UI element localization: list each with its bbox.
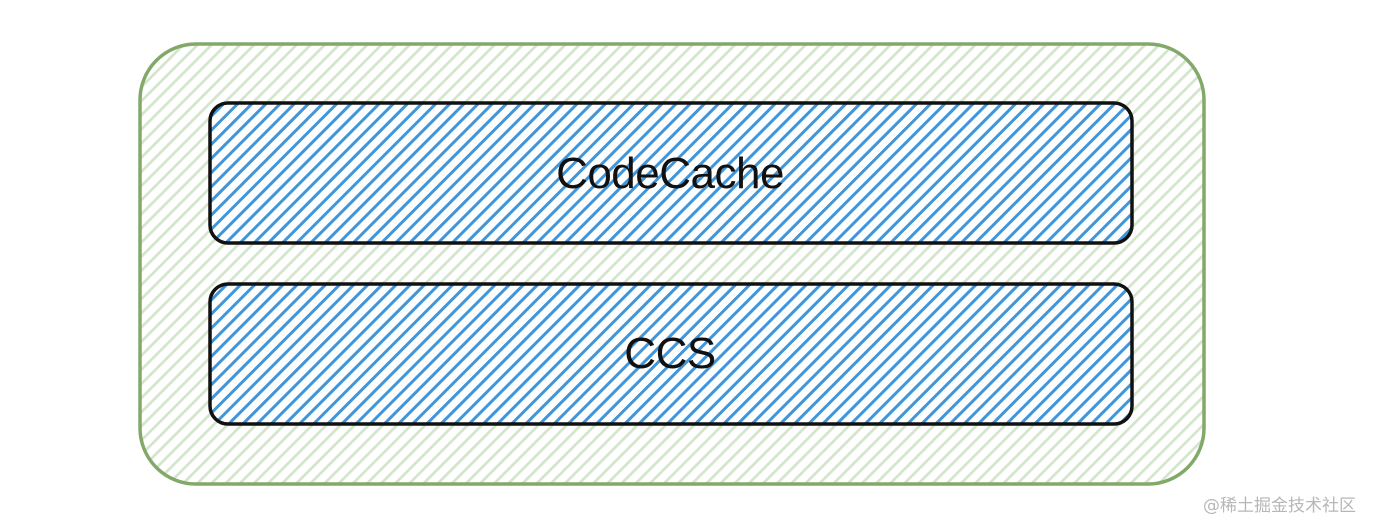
watermark: @稀土掘金技术社区 bbox=[1203, 496, 1356, 516]
ccs-box bbox=[208, 282, 1134, 426]
codecache-box bbox=[208, 101, 1134, 245]
codecache-box-shape bbox=[208, 101, 1134, 245]
ccs-box-shape bbox=[208, 282, 1134, 426]
